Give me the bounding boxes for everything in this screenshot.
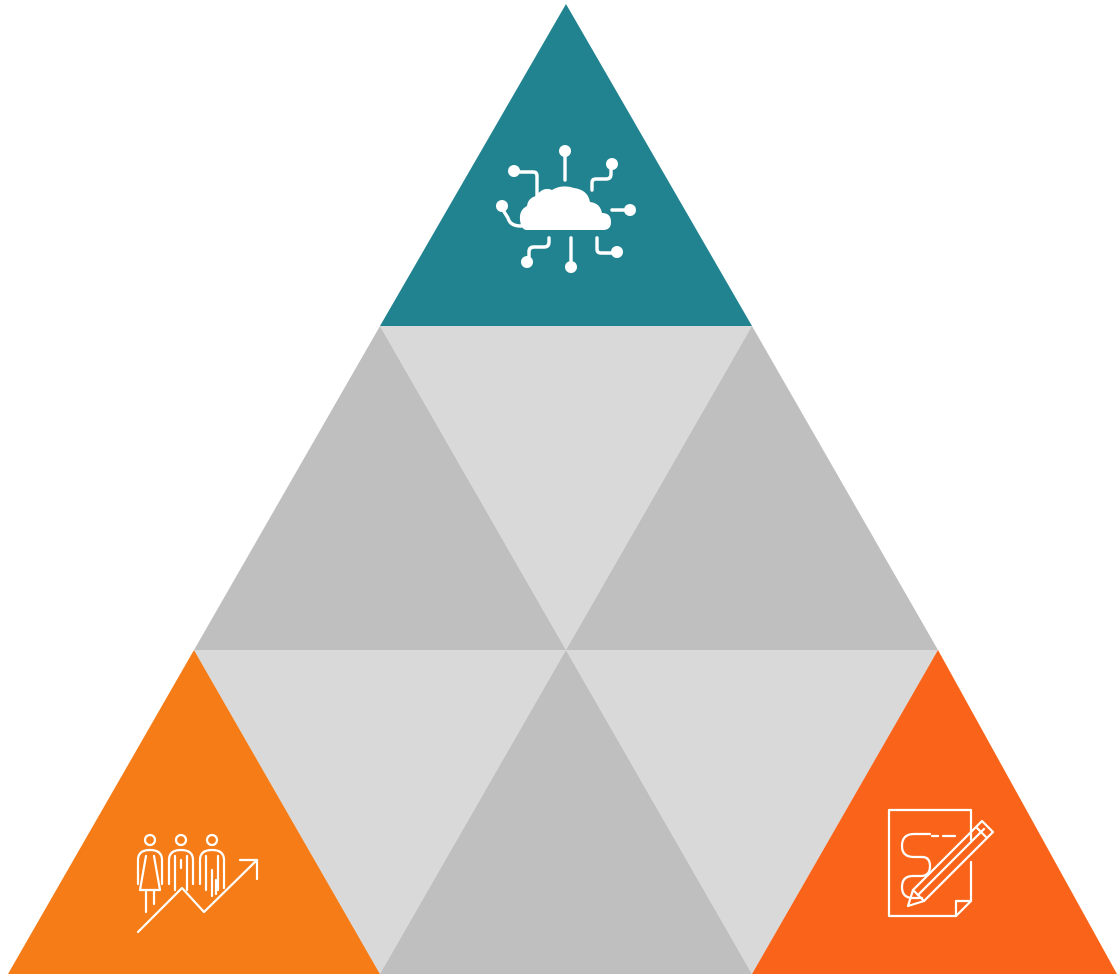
cloud-network-icon xyxy=(496,145,636,273)
tile-bottom-center-left xyxy=(194,650,566,974)
tile-bottom-center xyxy=(380,650,752,974)
tile-bottom-center-right xyxy=(566,650,938,974)
tile-bottom-right xyxy=(752,650,1117,974)
document-edit-icon xyxy=(887,808,995,918)
tile-mid-center xyxy=(380,326,752,650)
tile-bottom-left xyxy=(8,650,380,974)
people-growth-icon xyxy=(136,833,259,934)
tile-mid-left xyxy=(194,326,566,650)
tile-mid-right xyxy=(566,326,938,650)
